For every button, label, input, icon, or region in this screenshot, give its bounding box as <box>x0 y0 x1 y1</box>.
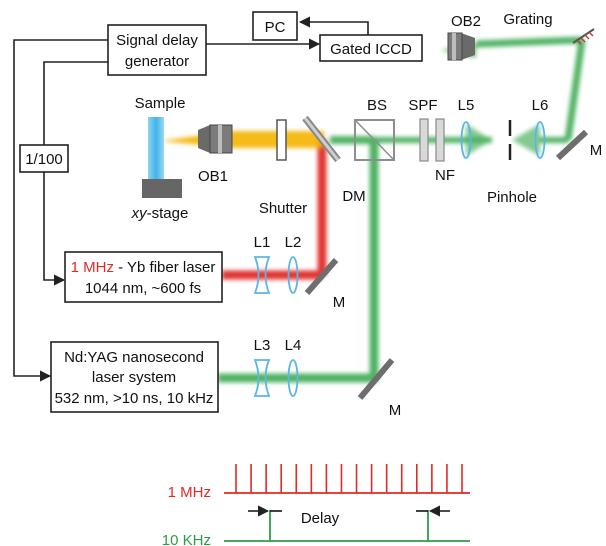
xy-stage-italic: xy <box>131 205 149 222</box>
lens-l4 <box>287 359 299 397</box>
l4-label: L4 <box>285 337 302 354</box>
xy-stage <box>142 179 182 198</box>
timing-diagram: 1 MHz 10 KHz Delay <box>162 464 470 546</box>
m-right-label: M <box>590 142 603 159</box>
ob2-objective <box>447 32 475 61</box>
pc-label: PC <box>265 19 286 36</box>
red-beam-path <box>222 140 327 280</box>
control-wires <box>13 16 369 382</box>
grating <box>572 28 595 45</box>
pinhole-label: Pinhole <box>487 189 537 206</box>
nf-label: NF <box>435 167 455 184</box>
divider-box: 1/100 <box>19 144 69 173</box>
signal-delay-line2: generator <box>125 53 189 70</box>
rate-10khz-label: 10 KHz <box>162 532 211 546</box>
l1-label: L1 <box>254 234 271 251</box>
ob2-label: OB2 <box>451 13 481 30</box>
ob1-label: OB1 <box>198 168 228 185</box>
yb-laser-rate: 1 MHz <box>71 259 114 276</box>
xy-stage-rest: -stage <box>147 205 189 222</box>
ndyag-line3: 532 nm, >10 ns, 10 kHz <box>55 390 214 407</box>
lens-l1 <box>253 256 271 294</box>
rate-1mhz-label: 1 MHz <box>168 484 211 501</box>
ndyag-line2: laser system <box>92 369 176 386</box>
delay-label: Delay <box>301 510 340 527</box>
l5-label: L5 <box>458 97 475 114</box>
ob1-objective <box>198 124 233 154</box>
gated-iccd-box: Gated ICCD <box>319 34 423 62</box>
spf-label: SPF <box>408 97 437 114</box>
lens-l3 <box>253 359 271 397</box>
signal-delay-line1: Signal delay <box>116 32 198 49</box>
yellow-beam-path <box>160 131 324 148</box>
yb-laser-name: - Yb fiber laser <box>114 259 215 276</box>
yb-fiber-laser-box: 1 MHz - Yb fiber laser 1044 nm, ~600 fs <box>64 251 223 303</box>
lens-l5 <box>460 121 472 159</box>
mirror-right <box>555 129 589 161</box>
m-red-label: M <box>333 294 346 311</box>
beamsplitter-cube <box>354 119 395 161</box>
shutter-label: Shutter <box>259 200 307 217</box>
lens-l6 <box>534 121 546 159</box>
bs-label: BS <box>367 97 387 114</box>
divider-label: 1/100 <box>25 151 63 168</box>
spf-filter <box>419 118 429 162</box>
yb-laser-spec: 1044 nm, ~600 fs <box>85 280 201 297</box>
gated-iccd-label: Gated ICCD <box>330 41 412 58</box>
nf-filter <box>435 118 445 162</box>
pc-box: PC <box>252 11 298 41</box>
ndyag-line1: Nd:YAG nanosecond <box>64 349 204 366</box>
sample-label: Sample <box>135 95 186 112</box>
signal-delay-generator-box: Signal delay generator <box>107 24 207 76</box>
grating-label: Grating <box>503 11 552 28</box>
mirror-red <box>304 258 339 295</box>
xy-stage-label: xy-stage <box>131 205 189 222</box>
l3-label: L3 <box>254 337 271 354</box>
pulse-train-1mhz <box>235 464 463 493</box>
mirror-bottom <box>357 358 395 400</box>
yb-laser-title: 1 MHz - Yb fiber laser <box>71 259 216 276</box>
m-bottom-label: M <box>389 402 402 419</box>
ndyag-laser-box: Nd:YAG nanosecond laser system 532 nm, >… <box>50 341 219 413</box>
dm-label: DM <box>342 188 365 205</box>
shutter <box>276 119 287 161</box>
l2-label: L2 <box>285 234 302 251</box>
l6-label: L6 <box>532 97 549 114</box>
lens-l2 <box>287 256 299 294</box>
sample <box>148 117 164 179</box>
